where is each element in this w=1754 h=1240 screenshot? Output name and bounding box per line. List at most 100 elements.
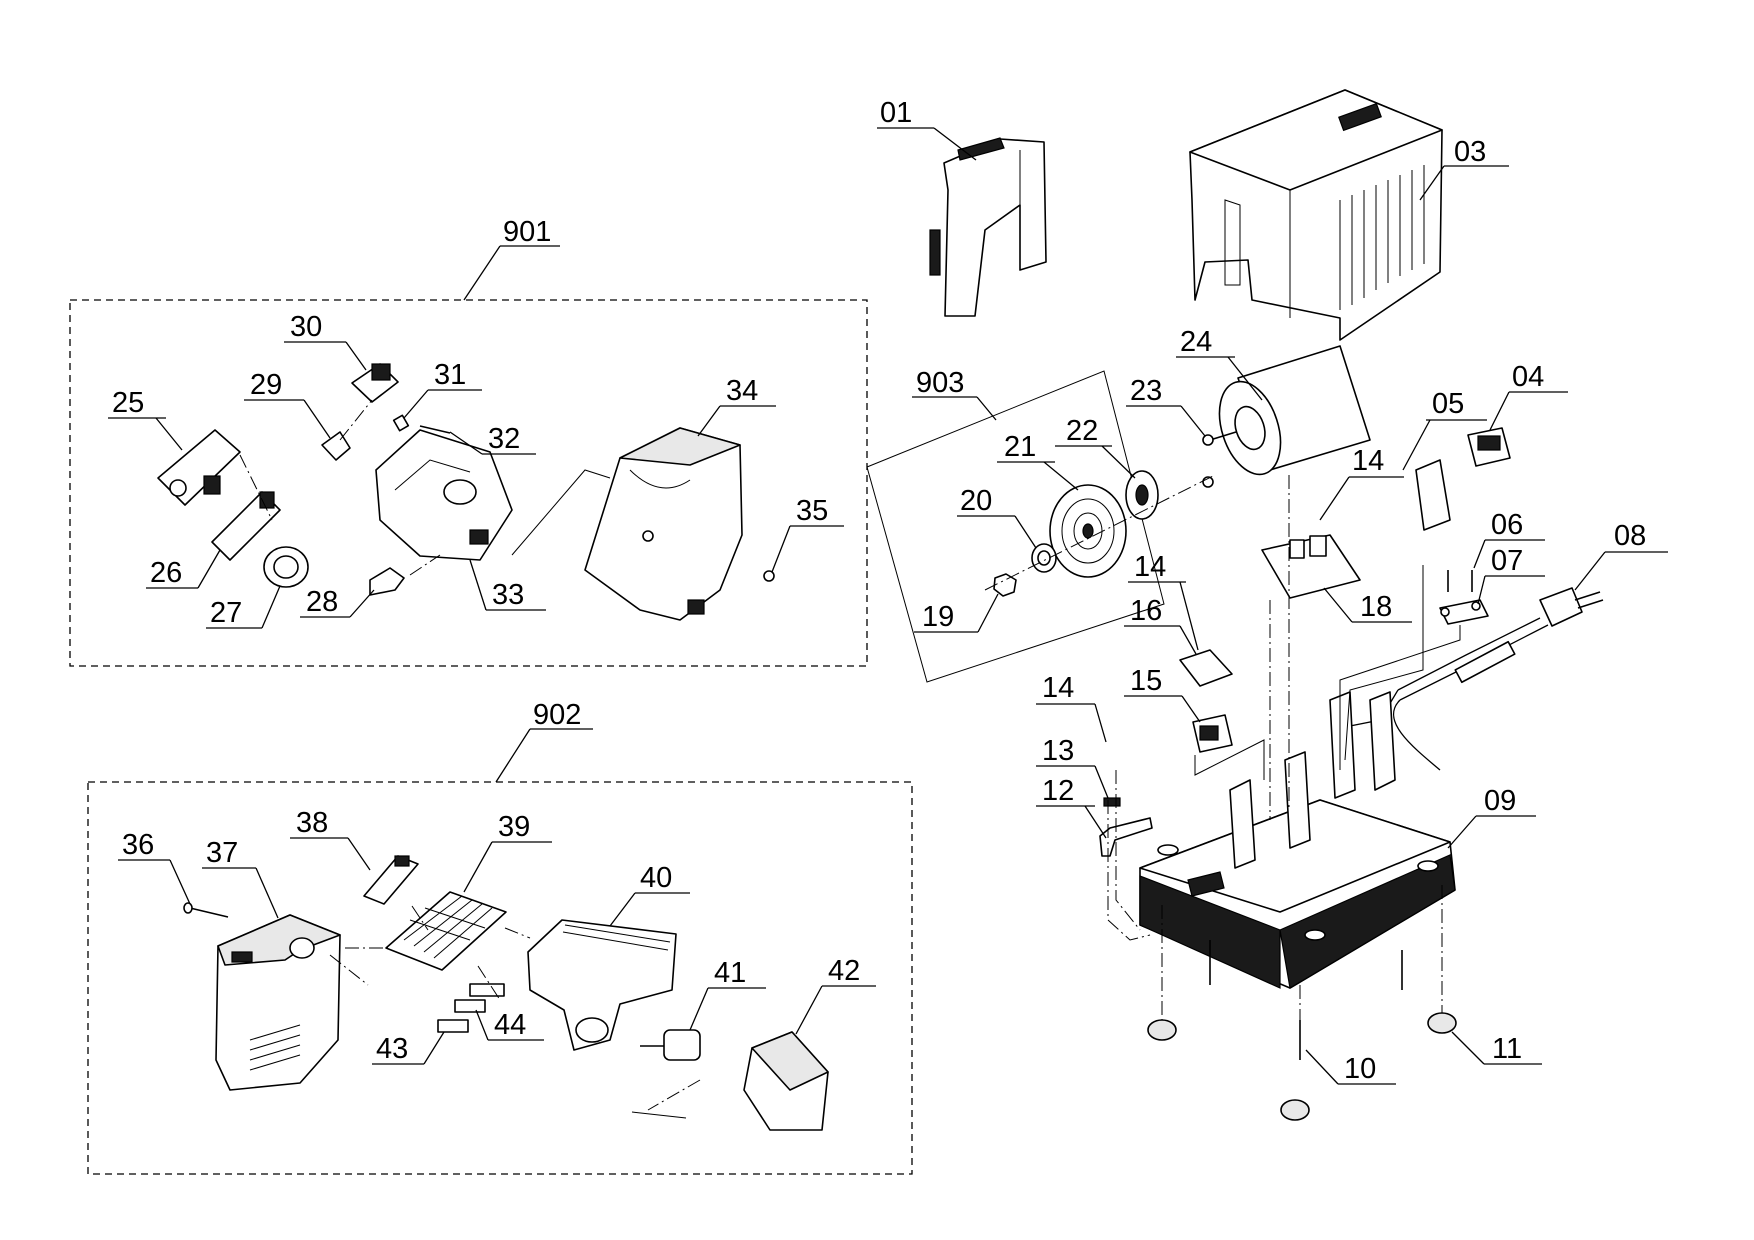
part-06-screws <box>1447 570 1473 592</box>
part-20-washer <box>1031 543 1057 573</box>
callout-label: 25 <box>112 387 144 419</box>
callout-label: 21 <box>1004 431 1036 463</box>
group-902-guides <box>329 905 701 1111</box>
part-05-plate <box>1415 459 1451 531</box>
part-43-pad <box>437 1019 469 1033</box>
callout-27: 27 <box>206 585 281 629</box>
callout-label: 35 <box>796 495 828 527</box>
callout-label: 10 <box>1344 1053 1376 1085</box>
part-37-housing <box>215 914 341 1091</box>
callout-label: 30 <box>290 311 322 343</box>
callout-label: 13 <box>1042 735 1074 767</box>
callout-label: 31 <box>434 359 466 391</box>
part-24-motor <box>1209 345 1371 476</box>
callout-22: 22 <box>1055 415 1136 479</box>
group-901-guide-33-34 <box>511 469 611 556</box>
part-31-pin <box>392 414 410 432</box>
callout-21: 21 <box>997 431 1079 491</box>
callout-23: 23 <box>1126 375 1206 437</box>
part-28-spring-clip <box>369 567 405 596</box>
callout-label: 12 <box>1042 775 1074 807</box>
group-903-frame <box>866 370 1165 683</box>
callout-24: 24 <box>1176 326 1263 401</box>
assembly-guide-cord <box>1344 565 1424 761</box>
callout-label: 11 <box>1492 1033 1522 1065</box>
group-902-guide-42 <box>631 1111 687 1119</box>
part-22-fan <box>1125 470 1159 520</box>
assembly-guides-right <box>1107 475 1443 1020</box>
part-27-ring <box>263 546 309 588</box>
callout-label: 09 <box>1484 785 1516 817</box>
callout-label: 23 <box>1130 375 1162 407</box>
callout-label: 39 <box>498 811 530 843</box>
group-902-frame <box>87 781 913 1175</box>
part-36-screw <box>183 902 229 918</box>
callout-43: 43 <box>372 1031 445 1065</box>
callout-01: 01 <box>877 97 977 161</box>
callout-13: 13 <box>1036 735 1109 799</box>
callout-04: 04 <box>1489 361 1568 431</box>
part-41-knob <box>640 1029 701 1061</box>
callout-label: 14 <box>1042 672 1074 704</box>
callout-15: 15 <box>1124 665 1201 723</box>
part-38-guide-bar <box>363 855 419 905</box>
callout-16: 16 <box>1124 595 1197 655</box>
callout-12: 12 <box>1036 775 1107 839</box>
callout-label: 19 <box>922 601 954 633</box>
callout-32: 32 <box>449 423 536 455</box>
assembly-guide-15 <box>1194 739 1265 780</box>
callout-14-top: 14 <box>1319 445 1404 521</box>
callout-label: 902 <box>533 699 581 731</box>
callout-label: 01 <box>880 97 912 129</box>
part-25-holder <box>157 429 241 506</box>
callout-label: 08 <box>1614 520 1646 552</box>
part-44-pad <box>454 983 505 1013</box>
callout-09: 09 <box>1447 785 1536 849</box>
callout-05: 05 <box>1402 388 1487 471</box>
callout-44: 44 <box>475 1009 544 1041</box>
part-23-screws <box>1202 434 1214 488</box>
callout-39: 39 <box>463 811 552 893</box>
part-42-cap <box>743 1031 829 1131</box>
callout-label: 901 <box>503 216 551 248</box>
callout-25: 25 <box>108 387 183 451</box>
callout-06: 06 <box>1473 509 1545 569</box>
part-04-switch <box>1467 427 1511 467</box>
callout-label: 32 <box>488 423 520 455</box>
callout-18: 18 <box>1323 587 1412 623</box>
callout-group-903: 903 <box>912 367 997 421</box>
callout-label: 33 <box>492 579 524 611</box>
callout-36: 36 <box>118 829 191 905</box>
callout-08: 08 <box>1574 520 1668 591</box>
part-01-side-cover <box>929 137 1047 317</box>
callout-label: 14 <box>1352 445 1384 477</box>
part-10-screws <box>1209 940 1403 1060</box>
part-32-pin <box>419 425 451 434</box>
callout-29: 29 <box>244 369 331 439</box>
callout-label: 34 <box>726 375 758 407</box>
callout-label: 16 <box>1130 595 1162 627</box>
callout-label: 43 <box>376 1033 408 1065</box>
callout-label: 18 <box>1360 591 1392 623</box>
callout-40: 40 <box>609 862 690 927</box>
callout-label: 44 <box>494 1009 526 1041</box>
callout-label: 06 <box>1491 509 1523 541</box>
callout-label: 24 <box>1180 326 1212 358</box>
part-07-cable-clamp <box>1439 599 1489 625</box>
callout-14-low: 14 <box>1036 672 1107 743</box>
part-34-cover <box>584 427 743 621</box>
callout-label: 41 <box>714 957 746 989</box>
part-40-slide <box>527 919 677 1051</box>
callout-label: 26 <box>150 557 182 589</box>
part-09-base <box>1139 691 1456 989</box>
callout-38: 38 <box>290 807 371 871</box>
part-33-grinding-guide <box>375 429 513 561</box>
callout-label: 22 <box>1066 415 1098 447</box>
callout-42: 42 <box>795 955 876 1035</box>
callout-label: 14 <box>1134 551 1166 583</box>
callout-30: 30 <box>284 311 367 371</box>
callout-label: 03 <box>1454 136 1486 168</box>
callout-26: 26 <box>146 549 221 589</box>
part-11-feet <box>1147 1012 1457 1121</box>
